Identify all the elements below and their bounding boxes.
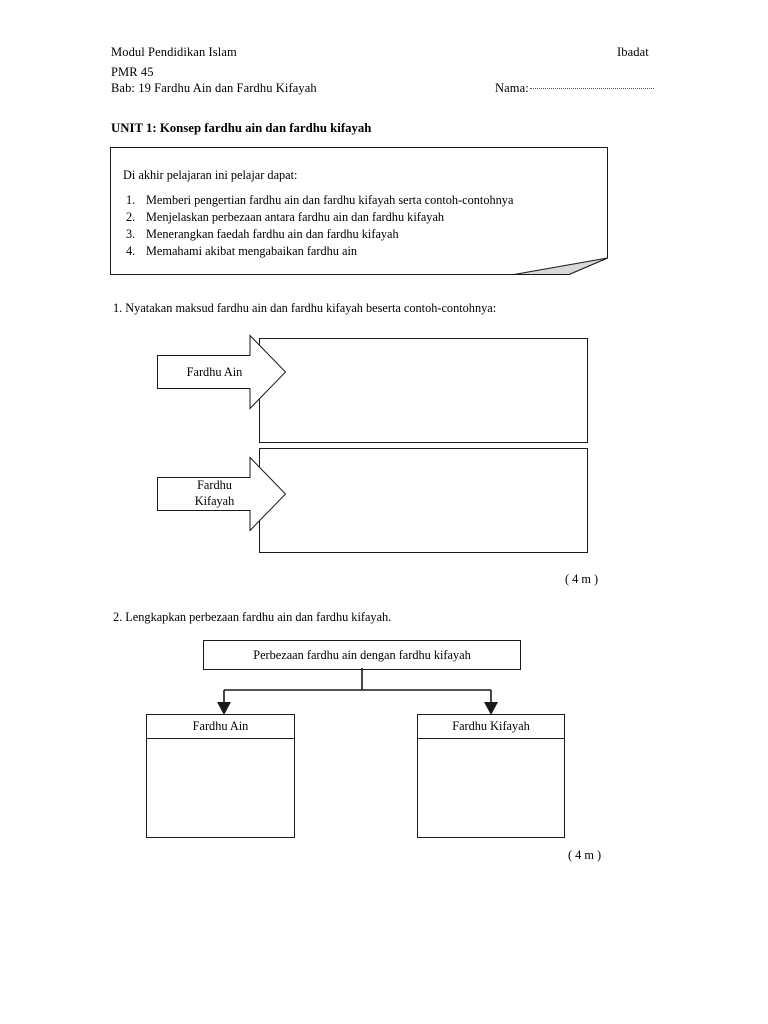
objective-text: Menjelaskan perbezaan antara fardhu ain …: [146, 210, 445, 224]
name-input-line[interactable]: [529, 88, 654, 89]
arrow-callout-fardhu-ain: Fardhu Ain: [155, 333, 288, 411]
arrow-down-icon-right: [484, 702, 498, 715]
objectives-box-outline: [110, 147, 608, 275]
question-1-marks: ( 4 m ): [565, 572, 599, 586]
flowchart-header-box: Perbezaan fardhu ain dengan fardhu kifay…: [203, 640, 521, 670]
objective-text: Memberi pengertian fardhu ain dan fardhu…: [146, 193, 514, 207]
header-module-title: Modul Pendidikan Islam: [111, 45, 237, 59]
objective-item: 2. Menjelaskan perbezaan antara fardhu a…: [123, 209, 601, 226]
objective-number: 1.: [126, 193, 136, 207]
arrow-callout-fardhu-kifayah: Fardhu Kifayah: [155, 455, 288, 533]
objectives-content: Di akhir pelajaran ini pelajar dapat: 1.…: [123, 168, 601, 260]
name-label: Nama:: [495, 81, 529, 95]
flowchart-box-fardhu-kifayah[interactable]: Fardhu Kifayah: [417, 714, 565, 838]
objective-text: Menerangkan faedah fardhu ain dan fardhu…: [146, 227, 399, 241]
header-code: PMR 45: [111, 65, 154, 79]
objectives-intro: Di akhir pelajaran ini pelajar dapat:: [123, 168, 298, 182]
objective-item: 4. Memahami akibat mengabaikan fardhu ai…: [123, 243, 601, 260]
header-chapter: Bab: 19 Fardhu Ain dan Fardhu Kifayah: [111, 81, 317, 95]
question-1-answer-box-2[interactable]: [259, 448, 588, 553]
objective-item: 1. Memberi pengertian fardhu ain dan far…: [123, 192, 601, 209]
flowchart-box-left-label: Fardhu Ain: [147, 715, 294, 739]
unit-heading: UNIT 1: Konsep fardhu ain dan fardhu kif…: [111, 121, 372, 135]
arrow-down-icon-left: [217, 702, 231, 715]
arrow-label-line-2: Kifayah: [194, 494, 235, 508]
question-2-marks: ( 4 m ): [568, 848, 602, 862]
objective-item: 3. Menerangkan faedah fardhu ain dan far…: [123, 226, 601, 243]
objective-number: 3.: [126, 227, 136, 241]
flowchart-header-label: Perbezaan fardhu ain dengan fardhu kifay…: [253, 647, 471, 662]
objective-text: Memahami akibat mengabaikan fardhu ain: [146, 244, 358, 258]
question-2-prompt: 2. Lengkapkan perbezaan fardhu ain dan f…: [113, 610, 392, 624]
right-arrow-icon: [157, 456, 287, 532]
objective-number: 2.: [126, 210, 136, 224]
flowchart-connectors: [217, 668, 498, 715]
right-arrow-icon: [157, 334, 287, 410]
folded-corner-icon: [513, 257, 608, 275]
objective-number: 4.: [126, 244, 136, 258]
flowchart-box-fardhu-ain[interactable]: Fardhu Ain: [146, 714, 295, 838]
arrow-label-line-1: Fardhu: [197, 478, 232, 492]
header-subject: Ibadat: [617, 45, 649, 59]
objectives-box: Di akhir pelajaran ini pelajar dapat: 1.…: [110, 147, 608, 275]
name-field-row: Nama:: [495, 82, 654, 95]
arrow-label-fardhu-ain: Fardhu Ain: [186, 365, 243, 379]
question-1-prompt: 1. Nyatakan maksud fardhu ain dan fardhu…: [113, 301, 497, 315]
question-1-answer-box-1[interactable]: [259, 338, 588, 443]
arrow-label-fardhu-kifayah: Fardhu Kifayah: [167, 477, 262, 509]
flowchart-box-right-label: Fardhu Kifayah: [418, 715, 564, 739]
